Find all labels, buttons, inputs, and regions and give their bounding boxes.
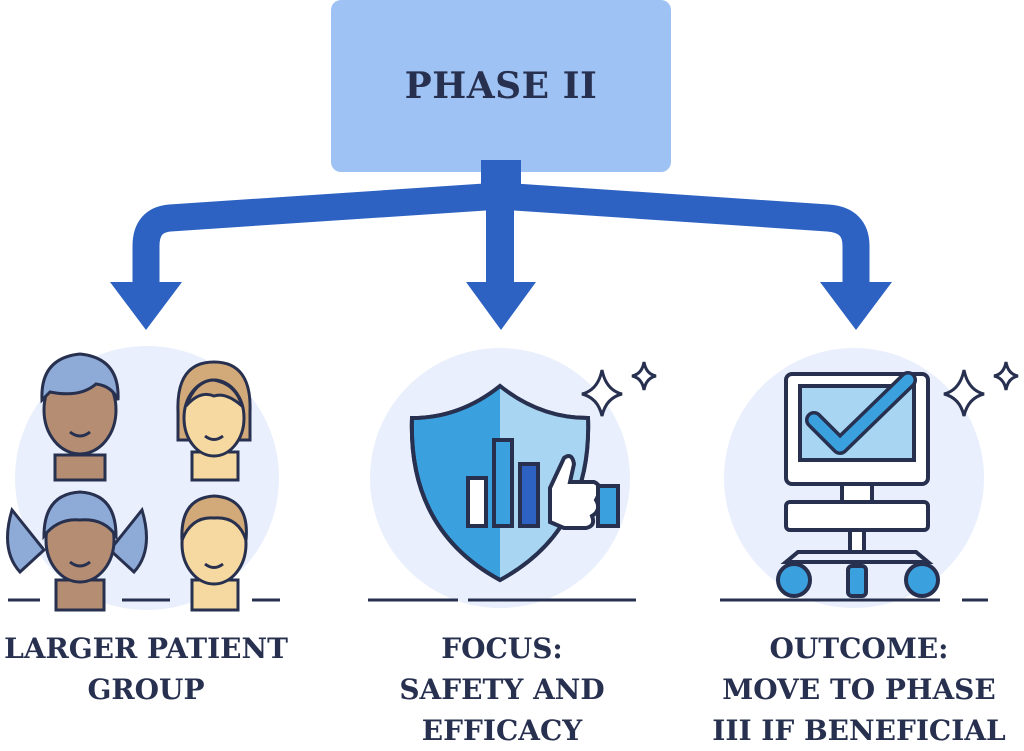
shield-chart-icon [368, 348, 657, 608]
caption-outcome: OUTCOME: MOVE TO PHASE III IF BENEFICIAL [700, 628, 1018, 751]
caption-line: EFFICACY [421, 714, 583, 747]
computer-check-icon [720, 348, 1019, 608]
phase-box: PHASE II [331, 0, 671, 172]
caption-patient-group: LARGER PATIENT GROUP [0, 628, 292, 710]
caption-line: LARGER PATIENT [4, 632, 288, 665]
caption-line: III IF BENEFICIAL [712, 714, 1006, 747]
phase-title: PHASE II [404, 65, 598, 107]
caption-line: GROUP [87, 673, 205, 706]
caption-line: SAFETY AND [399, 673, 605, 706]
caption-line: MOVE TO PHASE [722, 673, 996, 706]
caption-line: OUTCOME: [769, 632, 949, 665]
people-icon [6, 346, 280, 612]
arrow-left-head [110, 282, 182, 330]
arrow-center [486, 190, 514, 286]
arrow-right [499, 182, 870, 285]
sparkle-icon [581, 361, 657, 417]
caption-line: FOCUS: [441, 632, 563, 665]
arrow-right-head [820, 282, 892, 330]
arrow-center-head [466, 282, 536, 330]
caption-focus: FOCUS: SAFETY AND EFFICACY [372, 628, 632, 751]
arrow-left [132, 182, 501, 285]
